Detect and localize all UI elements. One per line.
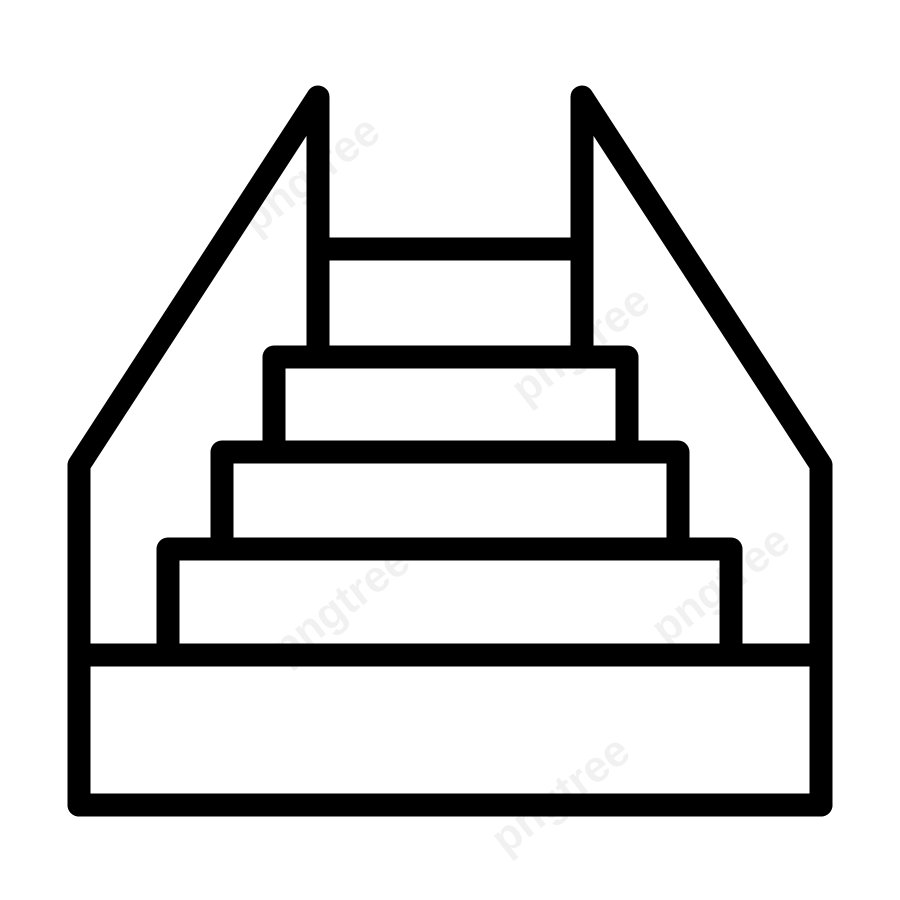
base-block — [67, 643, 833, 817]
right-handrail — [570, 85, 833, 817]
step-upper — [262, 345, 639, 452]
staircase-strokes — [67, 85, 833, 817]
step-middle — [210, 440, 690, 549]
step-lower — [156, 537, 743, 655]
left-handrail — [67, 85, 330, 817]
